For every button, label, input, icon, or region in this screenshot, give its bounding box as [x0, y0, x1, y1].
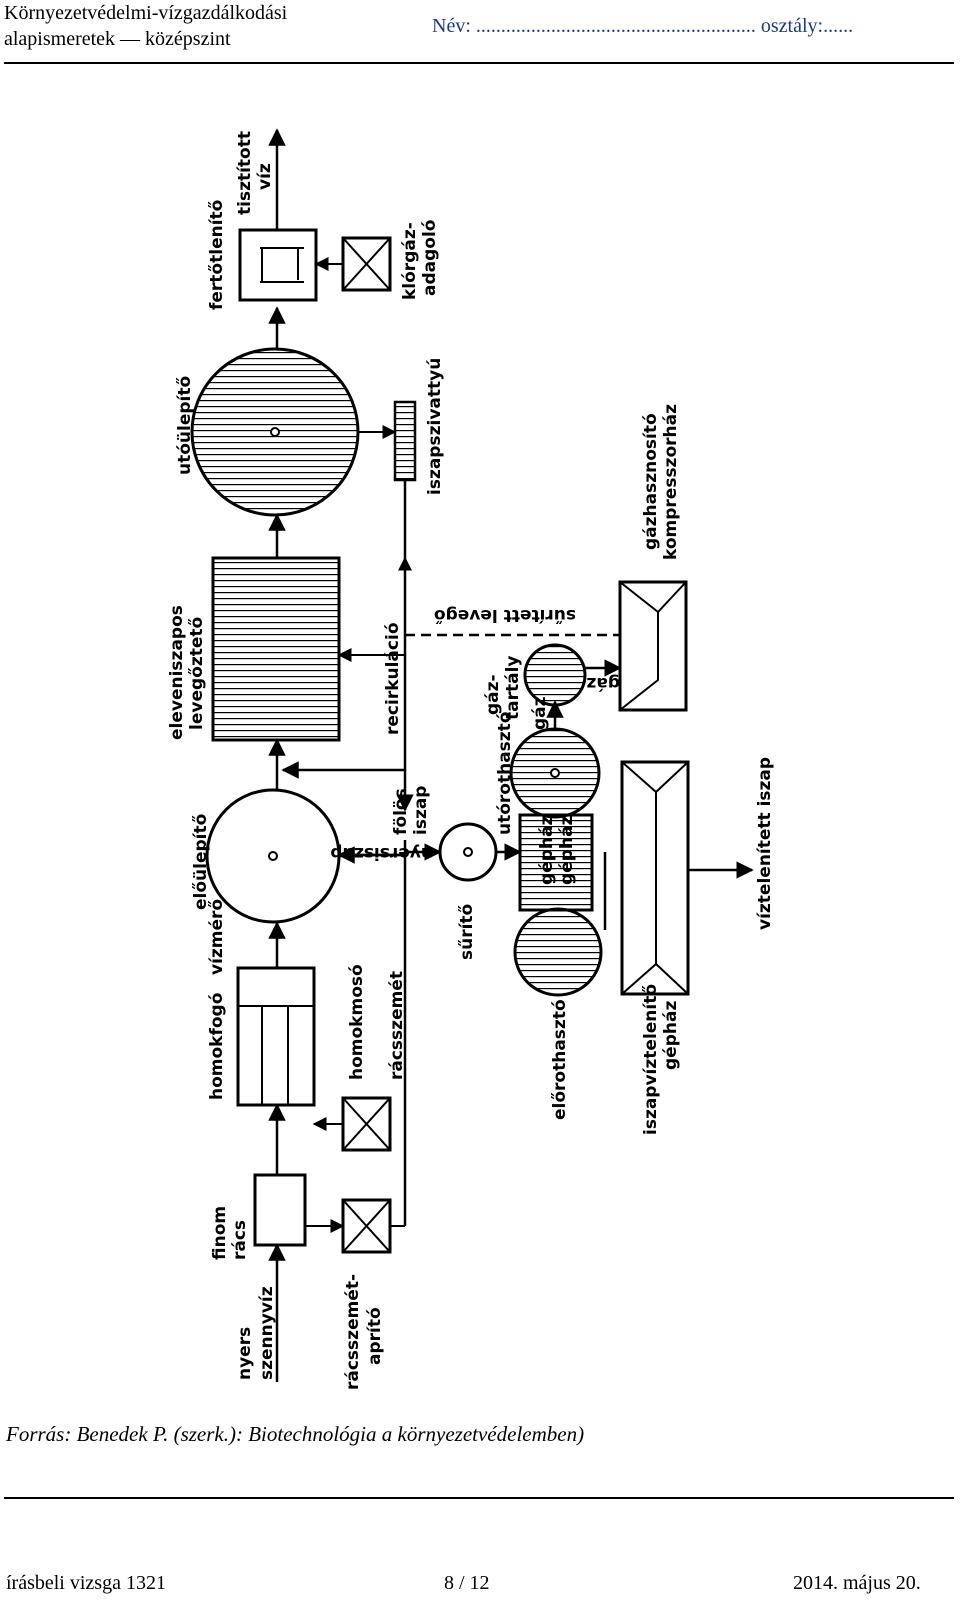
label-kompresszorhaz: kompresszorház	[661, 404, 681, 560]
label-viz: víz	[255, 163, 275, 190]
label-iszap: iszap	[411, 786, 431, 835]
label-nyers: nyers	[235, 1327, 255, 1380]
label-iszapszivattyu: iszapszivattyú	[425, 358, 445, 495]
label-utorothaszto: utórothasztó	[495, 712, 515, 836]
label-racs: rács	[230, 1220, 250, 1260]
label-utouleplito: utóülepítő	[175, 376, 195, 475]
kompresszorhaz-box	[618, 580, 688, 712]
label-iszapvizt-gephaz: gépház	[661, 1001, 681, 1070]
label-nyersiszap: nyersiszap	[330, 843, 433, 863]
label-elouleplito: előülepítő	[191, 814, 211, 910]
footer-page: 8 / 12	[444, 1572, 490, 1594]
header-subject: Környezetvédelmi-vízgazdálkodási alapism…	[4, 0, 287, 52]
iszapviztelenito-box	[620, 760, 690, 996]
label-folos: fölös	[391, 788, 411, 835]
header-name-class: Név: ...................................…	[432, 15, 854, 37]
label-gazhasznosito: gázhasznosító	[641, 413, 661, 550]
homokmoso-box	[341, 1096, 392, 1152]
gaztartaly-circle	[523, 643, 587, 707]
label-recirkulacio: recirkuláció	[383, 623, 403, 736]
label-adagolo: adagoló	[420, 220, 440, 296]
label-szennyviz: szennyvíz	[257, 1286, 277, 1380]
gephaz-box	[518, 813, 594, 912]
label-gephaz-2: gépház	[557, 816, 577, 885]
iszapszivattyu-box	[393, 400, 417, 482]
label-elorothaszto: előrothasztó	[550, 999, 570, 1120]
label-tisztitott: tisztított	[235, 131, 255, 215]
homokfogo-box	[236, 966, 316, 1107]
label-fertotlenito: fertőtlenítő	[207, 200, 227, 310]
label-gaz-tartaly2: tartály	[503, 656, 523, 721]
eleven-levegozteto-box	[211, 556, 341, 742]
header-rule	[4, 62, 954, 64]
label-racsszemet-aprito: rácsszemét-	[343, 1274, 363, 1390]
label-iszapviztelenito: iszapvíztelenítő	[641, 984, 661, 1135]
footer-left: írásbeli vizsga 1321	[6, 1572, 166, 1594]
label-eleveniszapos: eleveniszapos	[167, 605, 187, 740]
header-subject-line1: Környezetvédelmi-vízgazdálkodási	[4, 2, 288, 24]
label-finom: finom	[210, 1206, 230, 1260]
finom-racs-box	[253, 1173, 307, 1247]
wastewater-treatment-diagram: nyers szennyvíz finom rács homokfogó víz…	[167, 128, 775, 1390]
label-aprito: aprító	[365, 1307, 385, 1365]
footer-date: 2014. május 20.	[793, 1572, 921, 1594]
label-gephaz-1: gépház	[537, 816, 557, 885]
label-viztelenitett-iszap: víztelenített iszap	[755, 757, 775, 930]
header-subject-line2: alapismeretek — középszint	[4, 28, 231, 50]
label-surito: sűrítő	[457, 904, 477, 960]
source-caption: Forrás: Benedek P. (szerk.): Biotechnoló…	[6, 1422, 585, 1446]
label-gaz-horizontal: gáz	[586, 673, 620, 693]
label-suritett-levego: sűrített levegő	[434, 605, 576, 625]
label-homokmoso: homokmosó	[347, 964, 367, 1080]
elorothaszto-circle	[513, 907, 603, 997]
klorgaz-adagolo-box	[341, 236, 392, 292]
label-levegozteto: levegőztető	[187, 617, 207, 730]
label-vizmero: vízmérő	[207, 899, 227, 975]
footer-rule	[4, 1497, 954, 1499]
label-homokfogo: homokfogó	[207, 993, 227, 1100]
label-klorgaz: klórgáz-	[400, 222, 420, 300]
racsszemet-aprito-box	[341, 1198, 392, 1254]
fertotlenito-box	[238, 228, 318, 302]
label-racsszemet: rácsszemét	[387, 971, 407, 1080]
label-gaz-tartaly1: gáz-	[483, 674, 503, 715]
label-gaz-vertical: gáz	[530, 696, 550, 730]
